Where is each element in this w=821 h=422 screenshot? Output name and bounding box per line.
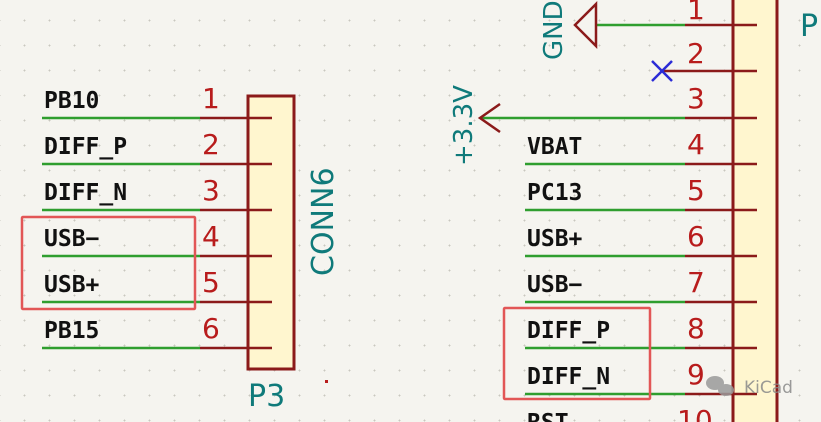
p-pin-5[interactable]: PC13 5 (525, 174, 757, 212)
gnd-power-symbol[interactable]: GND (539, 0, 598, 60)
pin-number: 9 (687, 358, 705, 391)
no-connect-marker (651, 60, 673, 82)
gnd-icon (573, 0, 598, 50)
v33-label: +3.3V (449, 85, 479, 166)
p3-pin-4[interactable]: USB− 4 (42, 220, 272, 258)
connector-p3-body (246, 94, 296, 371)
pin-number: 2 (687, 37, 705, 70)
net-label: VBAT (527, 134, 582, 160)
pin-number: 1 (202, 82, 220, 115)
p3-pin-1[interactable]: PB10 1 (42, 82, 272, 120)
p-pin-2[interactable]: 2 (651, 37, 757, 82)
highlight-box-usb (20, 215, 197, 311)
net-label: DIFF_P (527, 318, 610, 344)
p-pin-7[interactable]: USB− 7 (525, 266, 757, 304)
connector-p3-value: CONN6 (306, 167, 341, 276)
net-label: USB+ (527, 226, 583, 252)
net-label: RST (527, 410, 569, 422)
p3-pin-6[interactable]: PB15 6 (42, 312, 272, 350)
gnd-label: GND (539, 0, 569, 60)
pin-number: 6 (202, 312, 220, 345)
pin-number: 3 (687, 82, 705, 115)
watermark-text: KiCad (744, 378, 793, 398)
pin-number: 1 (687, 0, 705, 26)
junction-marker (325, 380, 328, 383)
p-pin-10[interactable]: RST 10 (527, 404, 713, 422)
p-pin-8[interactable]: DIFF_P 8 (525, 312, 757, 350)
p-pin-6[interactable]: USB+ 6 (525, 220, 757, 258)
net-label: DIFF_N (44, 180, 127, 206)
p-pin-3[interactable]: 3 (480, 82, 757, 120)
connector-p[interactable]: P 1 2 3 VBAT 4 (480, 0, 818, 422)
pin-number: 8 (687, 312, 705, 345)
net-label: DIFF_N (527, 364, 610, 390)
p3-pin-5[interactable]: USB+ 5 (42, 266, 272, 304)
connector-p-ref: P (800, 9, 818, 44)
pin-number: 3 (202, 174, 220, 207)
connector-p3-ref: P3 (248, 379, 285, 414)
p3-pin-3[interactable]: DIFF_N 3 (42, 174, 272, 212)
v33-power-symbol[interactable]: +3.3V (449, 85, 501, 166)
net-label: PB10 (44, 88, 99, 114)
net-label: DIFF_P (44, 134, 127, 160)
net-label: PB15 (44, 318, 99, 344)
pin-number: 4 (687, 128, 705, 161)
pin-number: 5 (202, 266, 220, 299)
net-label: PC13 (527, 180, 582, 206)
net-label: USB+ (44, 272, 100, 298)
net-label: USB− (527, 272, 583, 298)
arrow-left-icon (477, 102, 501, 134)
wechat-icon (706, 376, 734, 396)
pin-number: 10 (677, 404, 713, 422)
net-label: USB− (44, 226, 100, 252)
p-pin-9[interactable]: DIFF_N 9 (525, 358, 757, 396)
p-pin-4[interactable]: VBAT 4 (525, 128, 757, 166)
pin-number: 6 (687, 220, 705, 253)
pin-number: 5 (687, 174, 705, 207)
pin-number: 4 (202, 220, 220, 253)
connector-p3[interactable]: P3 CONN6 PB10 1 DIFF_P 2 DIFF_N 3 USB− (42, 82, 341, 414)
kicad-watermark: KiCad (706, 376, 793, 398)
pin-number: 2 (202, 128, 220, 161)
p-pin-1[interactable]: 1 (595, 0, 757, 27)
p3-pin-2[interactable]: DIFF_P 2 (42, 128, 272, 166)
pin-number: 7 (687, 266, 705, 299)
highlight-box-diff (502, 306, 652, 401)
